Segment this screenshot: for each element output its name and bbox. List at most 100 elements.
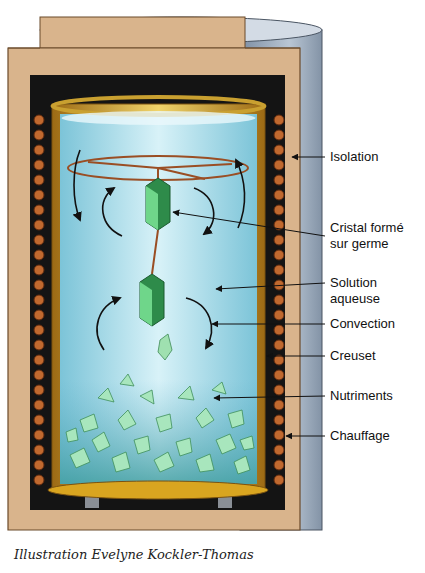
nutrients	[66, 374, 254, 474]
convection-arrow	[97, 298, 120, 350]
coil-turn	[34, 235, 44, 245]
nutrient-chip	[216, 434, 236, 454]
furnace-cavity	[30, 75, 285, 510]
convection-arrow	[186, 298, 212, 348]
nutrient-chip	[98, 388, 114, 402]
coil-turn	[274, 160, 284, 170]
coil-turn	[274, 370, 284, 380]
heating-coils	[34, 115, 284, 485]
coil-turn	[274, 205, 284, 215]
crystal-face	[146, 186, 158, 230]
coil-turn	[274, 385, 284, 395]
nutrient-chip	[112, 452, 130, 472]
coil-turn	[34, 385, 44, 395]
nutrient-chip	[134, 436, 150, 454]
coil-turn	[274, 250, 284, 260]
coil-turn	[34, 310, 44, 320]
base-plate	[48, 481, 268, 499]
part-label: Chauffage	[330, 428, 420, 444]
coil-turn	[34, 190, 44, 200]
nutrient-chip	[240, 436, 254, 450]
coil-turn	[34, 265, 44, 275]
coil-turn	[34, 250, 44, 260]
coil-turn	[274, 445, 284, 455]
crystal-face	[140, 282, 152, 326]
nutrient-chip	[196, 408, 214, 428]
insulation-housing	[8, 48, 300, 530]
nutrient-chip	[118, 410, 136, 430]
nutrient-chip	[178, 386, 194, 400]
part-label: Nutriments	[330, 388, 420, 404]
convection-arrow	[103, 188, 122, 236]
nutrient-chip	[154, 452, 174, 472]
part-label: Isolation	[330, 149, 420, 165]
coil-turn	[274, 190, 284, 200]
coil-turn	[274, 295, 284, 305]
part-label: Cristal formé sur germe	[330, 220, 420, 252]
coil-turn	[34, 340, 44, 350]
coil-turn	[34, 145, 44, 155]
coil-turn	[34, 355, 44, 365]
coil-turn	[274, 115, 284, 125]
coil-turn	[274, 265, 284, 275]
leader-line	[267, 356, 325, 357]
coil-turn	[34, 115, 44, 125]
lid-plug	[40, 17, 245, 48]
crystal	[140, 274, 164, 326]
nutrient-chip	[92, 432, 110, 452]
coil-turn	[34, 400, 44, 410]
coil-turn	[274, 145, 284, 155]
coil-turn	[274, 340, 284, 350]
coil-turn	[34, 295, 44, 305]
illustration-credit: Illustration Evelyne Kockler-Thomas	[14, 547, 254, 563]
coil-turn	[34, 130, 44, 140]
part-label: Solution aqueuse	[330, 275, 420, 307]
nutrient-chip	[228, 410, 244, 428]
nutrient-chip	[120, 374, 134, 386]
aqueous-solution	[60, 114, 257, 484]
nutrient-chip	[140, 390, 154, 404]
coil-turn	[34, 220, 44, 230]
coil-turn	[34, 175, 44, 185]
coil-turn	[34, 370, 44, 380]
leader-line	[214, 396, 325, 398]
nutrient-chip	[234, 456, 250, 474]
nutrient-chip	[70, 448, 90, 468]
coil-turn	[274, 430, 284, 440]
nutrient-chip	[156, 414, 172, 432]
floating-fragment	[158, 334, 172, 360]
coil-turn	[34, 475, 44, 485]
part-label: Creuset	[330, 348, 420, 364]
coil-turn	[34, 460, 44, 470]
nutrient-chip	[196, 454, 214, 472]
leader-line	[292, 157, 325, 158]
nutrient-chip	[176, 438, 192, 456]
coil-turn	[34, 160, 44, 170]
housing-edge	[8, 48, 300, 49]
coil-turn	[34, 415, 44, 425]
crucible-wall	[52, 104, 265, 490]
coil-turn	[274, 325, 284, 335]
nutrient-chip	[66, 428, 78, 442]
leader-lines	[173, 157, 325, 436]
coil-turn	[34, 445, 44, 455]
leader-line	[173, 212, 325, 236]
solution-surface	[62, 111, 256, 125]
leader-line	[216, 283, 325, 289]
nutrient-chip	[212, 382, 226, 394]
convection-arrow	[74, 150, 80, 220]
coil-turn	[34, 280, 44, 290]
convection-arrow	[194, 188, 214, 234]
coil-turn	[34, 325, 44, 335]
part-label: Convection	[330, 316, 420, 332]
solution-bottom	[60, 380, 257, 484]
nutrient-chip	[80, 414, 98, 432]
coil-turn	[274, 235, 284, 245]
convection-arrow	[236, 160, 245, 228]
coil-turn	[274, 415, 284, 425]
leader-line	[286, 436, 325, 437]
coil-turn	[274, 400, 284, 410]
coil-turn	[274, 475, 284, 485]
coil-turn	[34, 430, 44, 440]
